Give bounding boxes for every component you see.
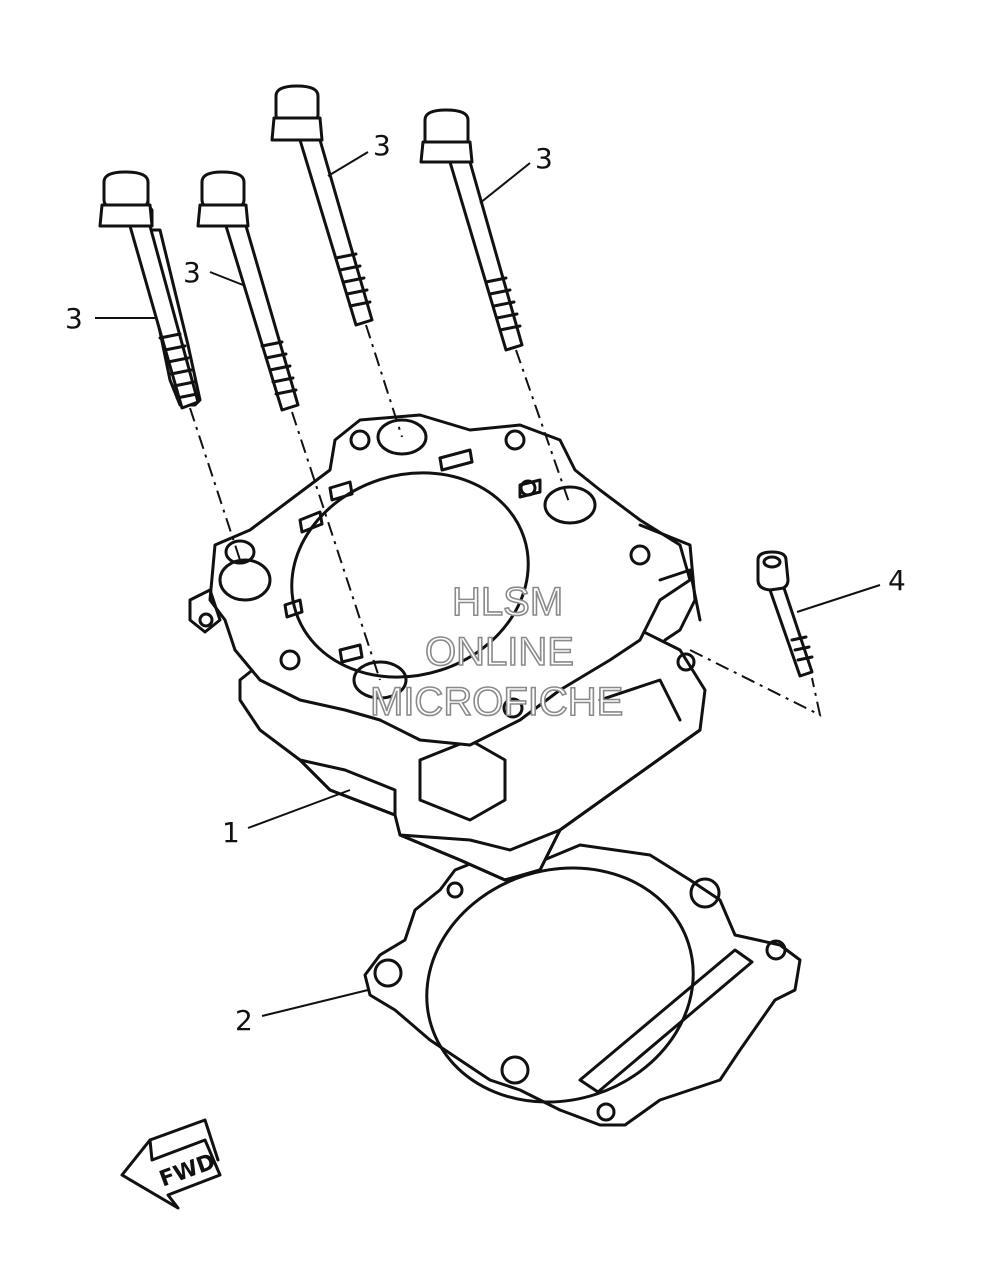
watermark-line-1: HLSM	[452, 580, 563, 624]
watermark-line-3: MICROFICHE	[370, 680, 623, 724]
callout-bolt-b: 3	[183, 256, 201, 289]
callout-cylinder: 1	[222, 816, 240, 849]
forward-direction-arrow: FWD	[120, 1118, 222, 1210]
leader-lines	[95, 151, 881, 1017]
cylinder-base-gasket	[363, 843, 802, 1127]
cylinder-bolt-2	[196, 170, 300, 412]
alignment-lines	[189, 324, 822, 717]
cylinder-bolt-3	[270, 84, 374, 327]
callout-bolt-d: 3	[535, 142, 553, 175]
cylinder-bolt-1	[98, 170, 202, 410]
watermark-line-2: ONLINE	[425, 630, 574, 674]
side-screw	[756, 550, 814, 678]
cylinder-block	[188, 413, 707, 882]
callout-bolt-c: 3	[373, 129, 391, 162]
callout-gasket: 2	[235, 1004, 253, 1037]
callout-screw: 4	[888, 564, 906, 597]
callout-bolt-a: 3	[65, 302, 83, 335]
cylinder-bolt-4	[419, 108, 524, 352]
